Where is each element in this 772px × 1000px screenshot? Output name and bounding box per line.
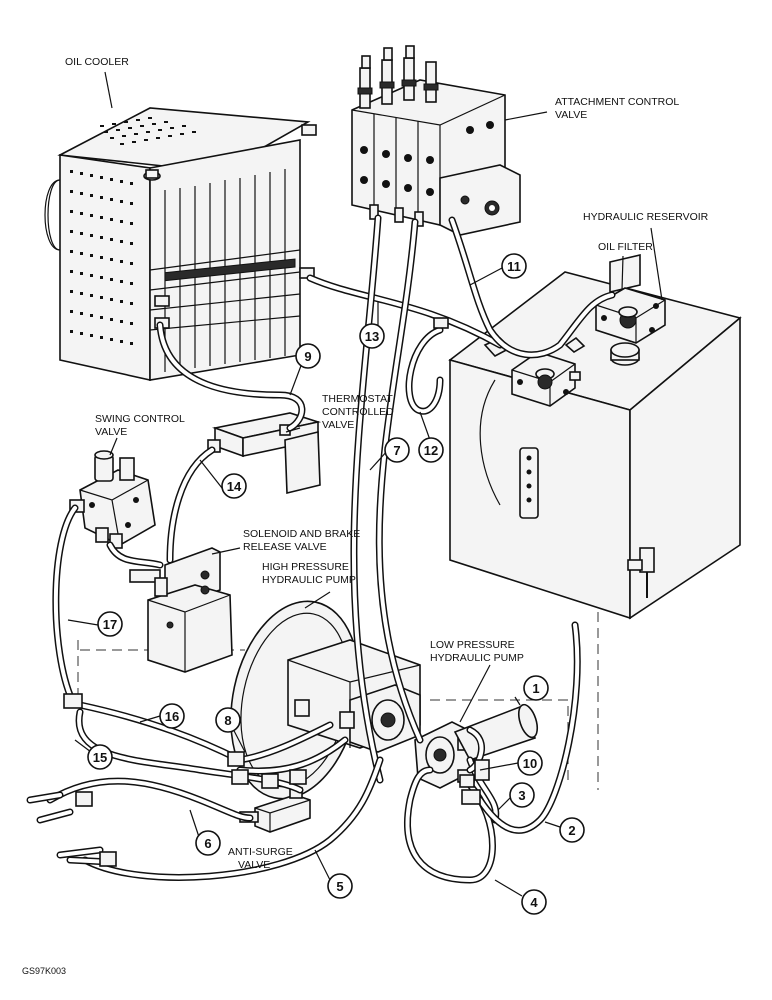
label-solenoid: SOLENOID AND BRAKE — [243, 528, 360, 540]
svg-text:6: 6 — [204, 836, 211, 851]
svg-text:1: 1 — [532, 681, 539, 696]
label-oil-filter: OIL FILTER — [598, 241, 653, 253]
svg-text:3: 3 — [518, 788, 525, 803]
svg-text:4: 4 — [530, 895, 538, 910]
svg-text:11: 11 — [507, 259, 521, 274]
svg-text:10: 10 — [523, 756, 537, 771]
figure-code: GS97K003 — [22, 966, 66, 976]
label-thermostat: THERMOSTAT — [322, 393, 393, 405]
callout-17: 17 — [97, 611, 123, 637]
callout-7: 7 — [384, 437, 410, 463]
svg-text:12: 12 — [424, 443, 438, 458]
svg-text:5: 5 — [336, 879, 343, 894]
svg-text:7: 7 — [393, 443, 400, 458]
svg-text:13: 13 — [365, 329, 379, 344]
callout-16: 16 — [159, 703, 185, 729]
label-low-pressure-pump-2: HYDRAULIC PUMP — [430, 652, 524, 664]
hose-fittings — [63, 317, 490, 867]
oil-filter — [595, 287, 666, 344]
svg-text:17: 17 — [103, 617, 117, 632]
return-filter — [511, 351, 581, 407]
callouts: 1 2 3 4 5 6 7 8 9 10 11 12 13 14 15 16 1… — [87, 253, 585, 915]
callout-8: 8 — [215, 707, 241, 733]
label-thermostat-3: VALVE — [322, 419, 354, 431]
svg-text:15: 15 — [93, 750, 107, 765]
label-solenoid-2: RELEASE VALVE — [243, 541, 327, 553]
label-low-pressure-pump: LOW PRESSURE — [430, 639, 515, 651]
label-anti-surge-valve-2: VALVE — [238, 859, 270, 871]
svg-text:14: 14 — [227, 479, 242, 494]
callout-2: 2 — [559, 817, 585, 843]
suction-pipe — [453, 703, 539, 761]
callout-9: 9 — [295, 343, 321, 369]
label-attachment-control-valve-2: VALVE — [555, 109, 587, 121]
hydraulic-reservoir — [448, 253, 742, 620]
hoses — [26, 214, 616, 884]
callout-6: 6 — [195, 830, 221, 856]
callout-3: 3 — [509, 782, 535, 808]
high-pressure-hydraulic-pump — [230, 600, 421, 800]
svg-text:2: 2 — [568, 823, 575, 838]
callout-5: 5 — [327, 873, 353, 899]
callout-12: 12 — [418, 437, 444, 463]
callout-13: 13 — [359, 323, 385, 349]
swing-control-valve — [69, 450, 156, 549]
label-attachment-control-valve: ATTACHMENT CONTROL — [555, 96, 679, 108]
callout-1: 1 — [523, 675, 549, 701]
callout-15: 15 — [87, 744, 113, 770]
svg-text:8: 8 — [224, 713, 231, 728]
callout-14: 14 — [221, 473, 247, 499]
callout-11: 11 — [501, 253, 527, 279]
label-oil-cooler: OIL COOLER — [65, 56, 129, 68]
label-anti-surge-valve: ANTI-SURGE — [228, 846, 293, 858]
solenoid-brake-release-valve — [129, 547, 233, 673]
callout-10: 10 — [517, 750, 543, 776]
oil-cooler — [44, 107, 317, 381]
callout-4: 4 — [521, 889, 547, 915]
thermostat-controlled-valve — [207, 412, 322, 495]
label-swing-control-valve: SWING CONTROL — [95, 413, 185, 425]
label-high-pressure-pump: HIGH PRESSURE — [262, 561, 349, 573]
label-high-pressure-pump-2: HYDRAULIC PUMP — [262, 574, 356, 586]
label-thermostat-2: CONTROLLED — [322, 406, 394, 418]
label-hydraulic-reservoir: HYDRAULIC RESERVOIR — [583, 211, 709, 223]
svg-text:9: 9 — [304, 349, 311, 364]
part-labels: OIL COOLER ATTACHMENT CONTROL VALVE HYDR… — [65, 56, 709, 871]
attachment-control-valve — [351, 45, 521, 236]
svg-text:16: 16 — [165, 709, 179, 724]
label-swing-control-valve-2: VALVE — [95, 426, 127, 438]
